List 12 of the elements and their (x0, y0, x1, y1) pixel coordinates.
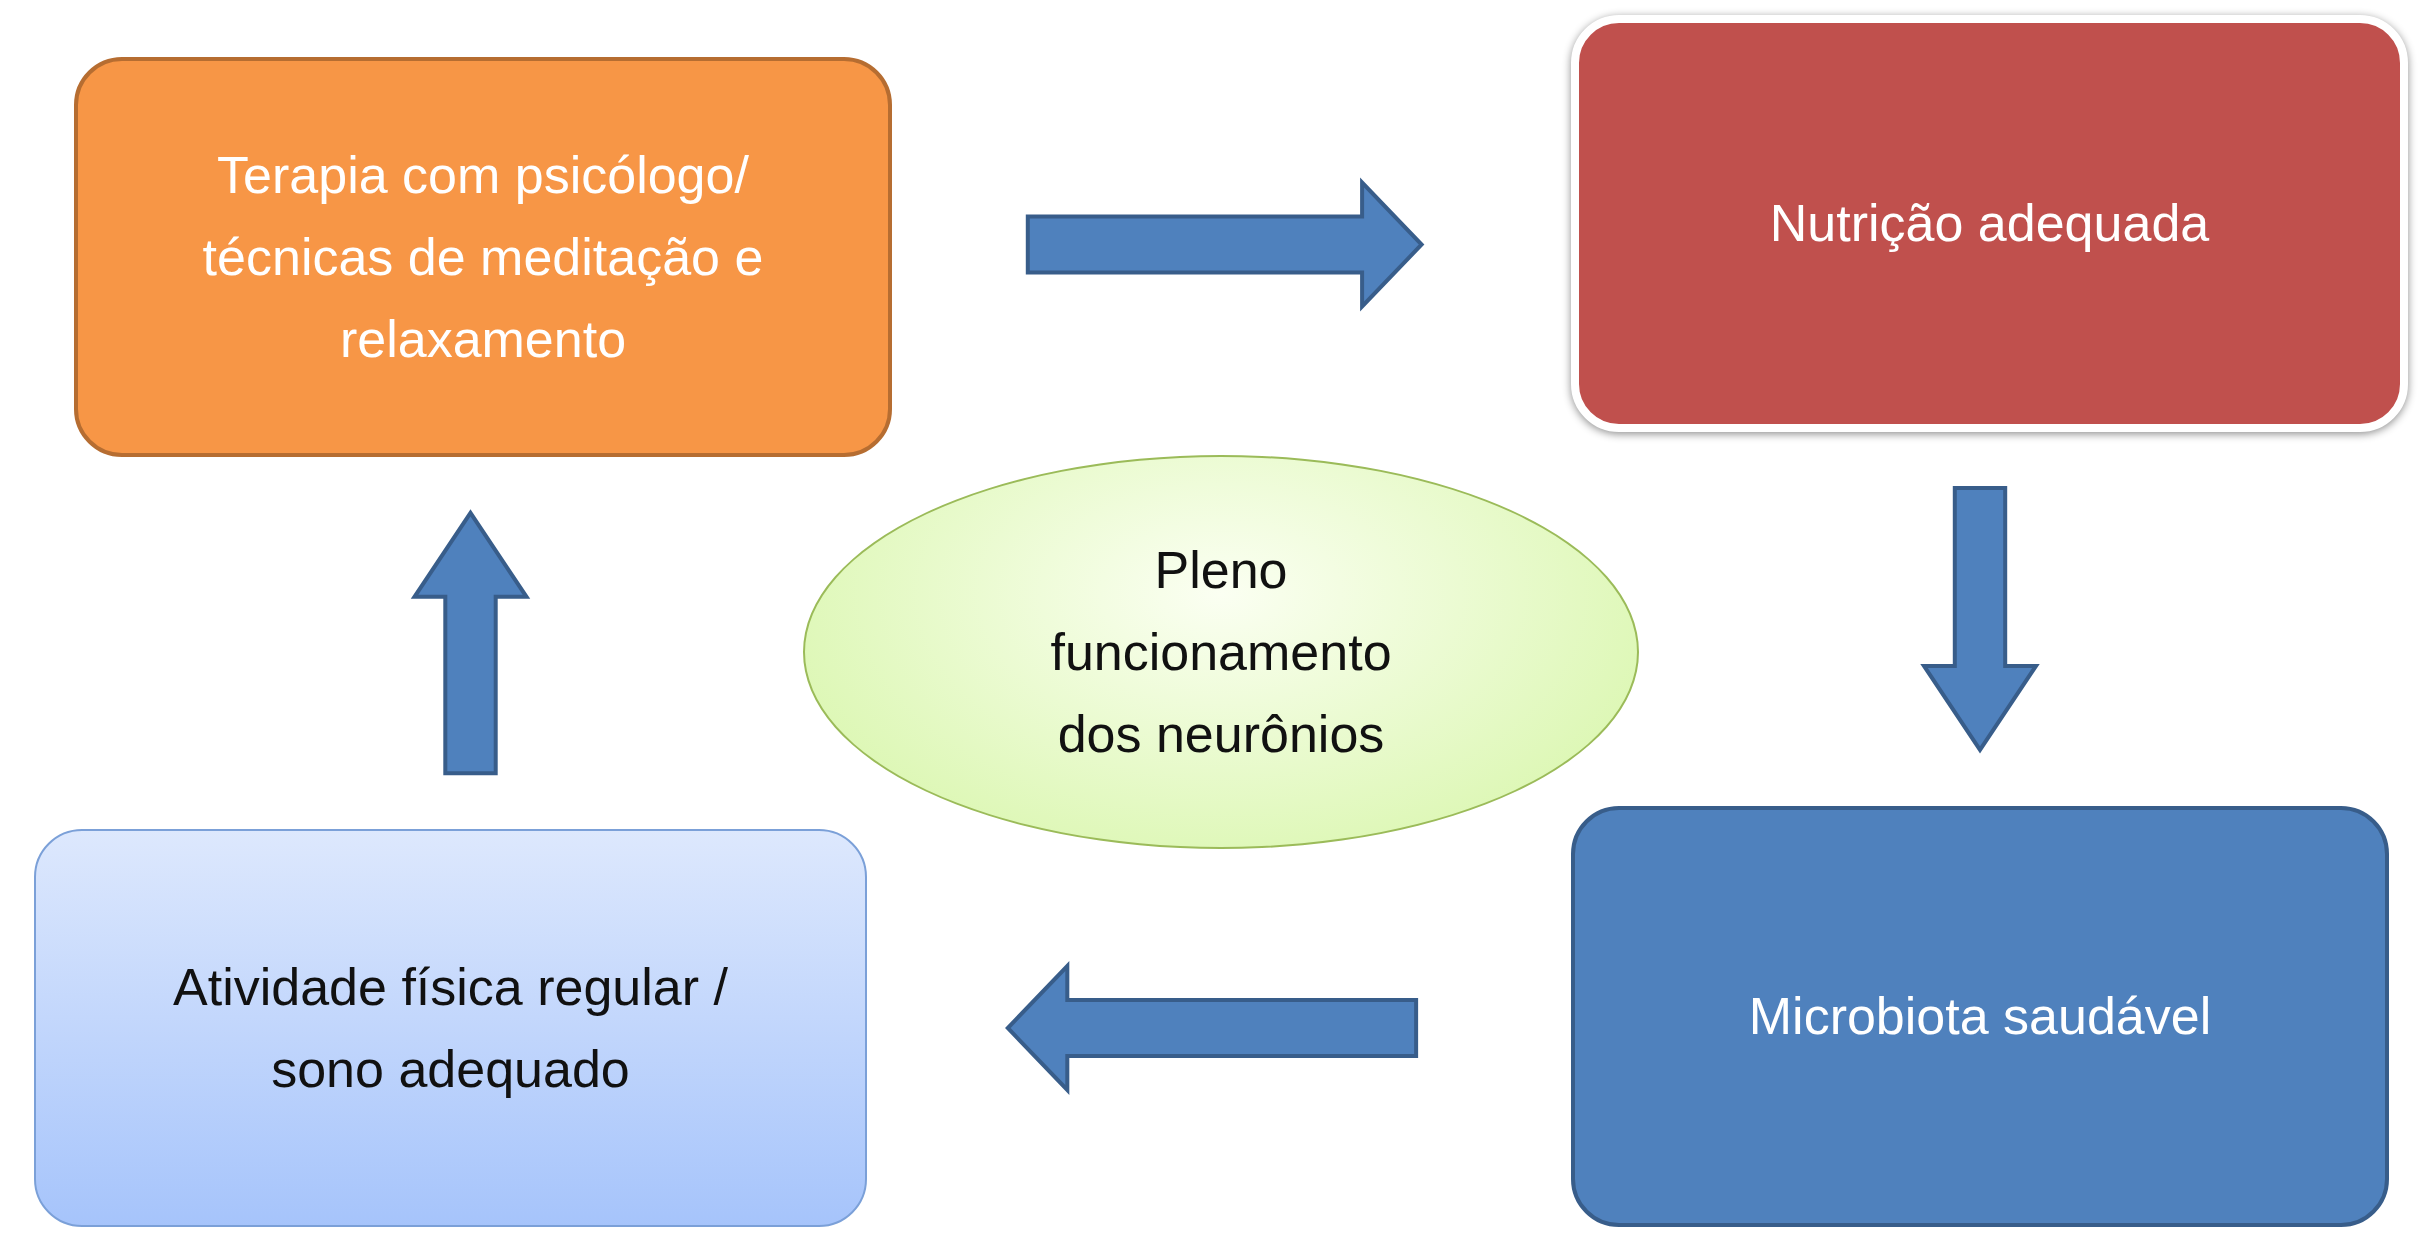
node-label: Terapia com psicólogo/ técnicas de meditação e relaxamento (201, 144, 765, 371)
block-arrow (410, 509, 531, 776)
process-box (74, 57, 892, 457)
block-arrow (1025, 177, 1425, 312)
block-arrow (1920, 486, 2040, 754)
node-label: Pleno funcionamento dos neurônios (1049, 539, 1393, 766)
process-box (1571, 806, 2389, 1227)
node-label: Microbiota saudável (1748, 986, 2212, 1048)
node-label: Atividade física regular / sono adequado (172, 956, 729, 1100)
node-label: Nutrição adequada (1769, 193, 2210, 255)
process-box (34, 829, 867, 1227)
block-arrow (1005, 961, 1419, 1095)
